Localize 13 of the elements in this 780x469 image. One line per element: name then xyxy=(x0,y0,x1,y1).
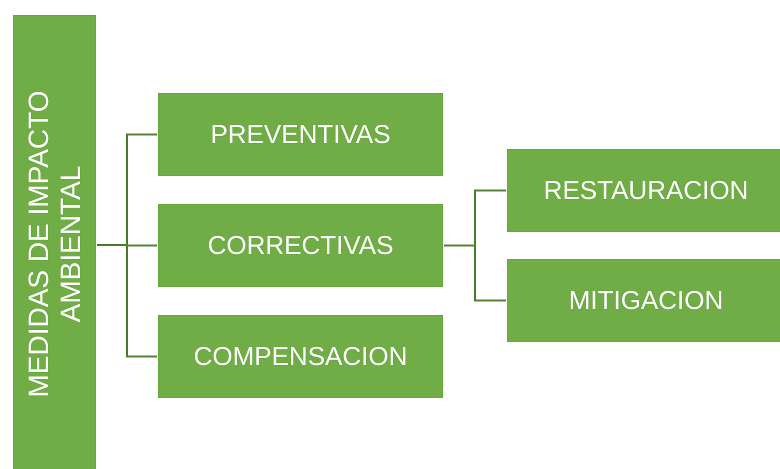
category-box xyxy=(506,148,780,233)
category-label: RESTAURACION xyxy=(544,175,748,206)
title-bar xyxy=(12,14,97,469)
category-box xyxy=(506,258,780,343)
title-text: MEDIDAS DE IMPACTO AMBIENTAL xyxy=(22,90,86,400)
category-box xyxy=(157,92,444,177)
category-label: MITIGACION xyxy=(568,285,724,316)
category-label: CORRECTIVAS xyxy=(208,230,394,261)
category-label: PREVENTIVAS xyxy=(210,119,391,150)
category-box xyxy=(157,314,444,399)
category-label: COMPENSACION xyxy=(194,341,408,372)
connector-line xyxy=(444,244,506,302)
category-box xyxy=(157,203,444,288)
